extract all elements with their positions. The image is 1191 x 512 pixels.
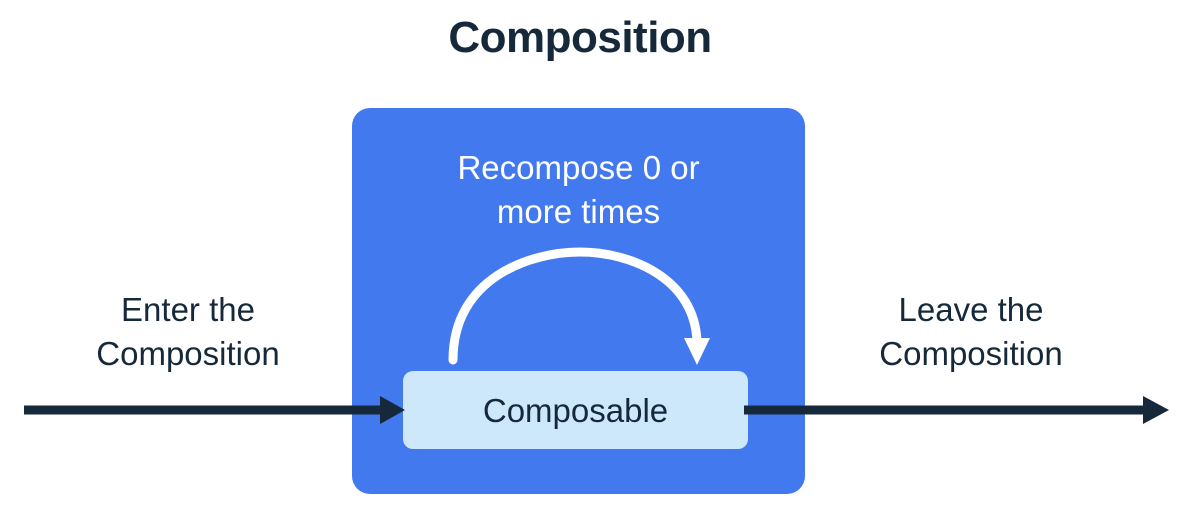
recompose-loop-arrow-icon: [448, 247, 710, 365]
enter-caption-line-1: Enter the: [121, 291, 255, 328]
leave-caption-line-2: Composition: [879, 334, 1063, 372]
leave-composition-arrow-icon: [744, 396, 1169, 424]
composable-node-label: Composable: [482, 391, 669, 429]
recompose-label: Recompose 0 or more times: [352, 146, 805, 234]
leave-caption-line-1: Leave the: [898, 291, 1044, 328]
enter-caption-line-2: Composition: [96, 334, 280, 372]
composable-node: Composable: [403, 371, 748, 449]
leave-composition-caption: Leave the Composition: [828, 288, 1114, 375]
recompose-label-line-1: Recompose 0 or: [457, 149, 700, 186]
enter-composition-arrow-icon: [24, 396, 405, 424]
diagram-title: Composition: [448, 13, 712, 62]
enter-composition-caption: Enter the Composition: [45, 288, 331, 375]
recompose-label-line-2: more times: [496, 193, 661, 231]
